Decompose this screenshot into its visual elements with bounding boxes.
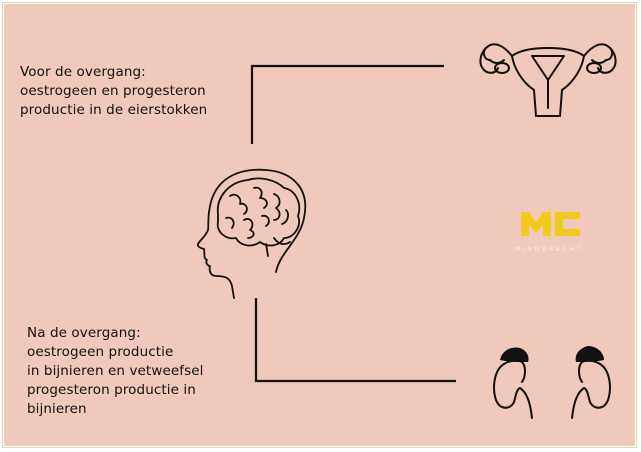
- head-brain-icon: [198, 170, 305, 298]
- mindkracht-logo: MINDKRACHT: [515, 212, 584, 253]
- right-adrenal-gland: [576, 346, 604, 362]
- uterus-icon: [480, 44, 615, 116]
- logo-wordmark: MINDKRACHT: [515, 245, 584, 253]
- logo-monogram: [521, 212, 580, 236]
- kidneys-icon: [494, 346, 610, 418]
- diagram-canvas: MINDKRACHT: [4, 4, 635, 446]
- connector-to-kidneys: [256, 298, 456, 381]
- connector-to-uterus: [252, 66, 444, 144]
- infographic-card: Voor de overgang: oestrogeen en progeste…: [4, 4, 635, 446]
